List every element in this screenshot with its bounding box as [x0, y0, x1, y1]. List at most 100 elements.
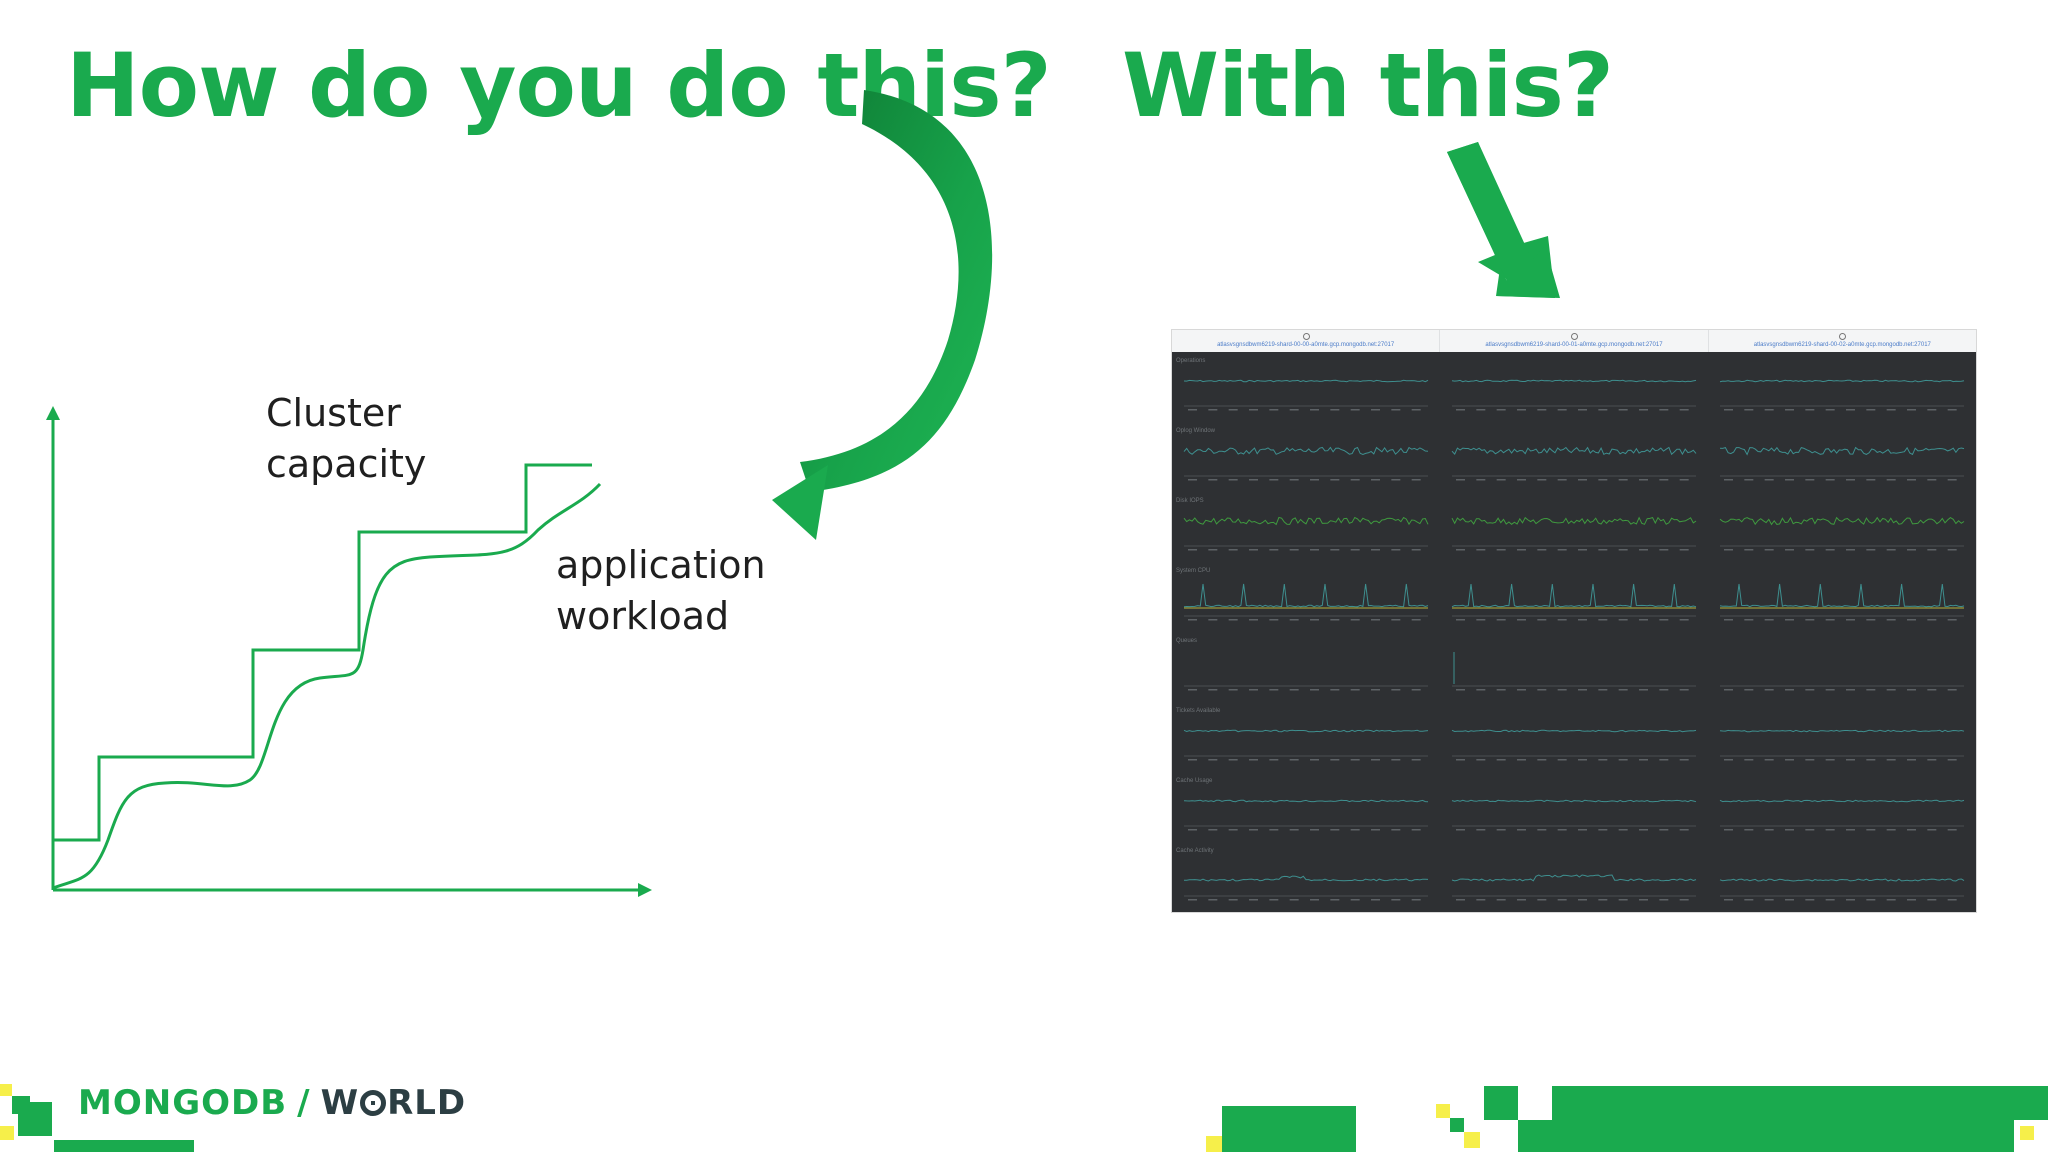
- dashboard-tick-label: [1947, 549, 1957, 551]
- dashboard-tick-label: [1618, 829, 1628, 831]
- dashboard-tick-label: [1557, 409, 1567, 411]
- dashboard-series-line: [1451, 379, 1697, 383]
- host-status-icon: [1302, 333, 1310, 340]
- dashboard-tick-label: [1764, 759, 1774, 761]
- dashboard-tick-label: [1310, 549, 1319, 551]
- dashboard-tick-label: [1330, 549, 1340, 551]
- dashboard-series-line: [1719, 878, 1965, 882]
- dashboard-host-1[interactable]: atlasvsgnsdbwm6219-shard-00-01-a0mte.gcp…: [1440, 330, 1709, 352]
- dashboard-tick-label: [1249, 759, 1258, 761]
- dashboard-tick-label: [1228, 829, 1238, 831]
- dashboard-tick-label: [1228, 689, 1238, 691]
- dashboard-tick-label: [1371, 619, 1380, 621]
- workload-label-line-2: workload: [556, 594, 730, 638]
- dashboard-tick-label: [1785, 899, 1794, 901]
- dashboard-tick-label: [1456, 619, 1465, 621]
- dashboard-tick-label: [1269, 479, 1279, 481]
- dashboard-tick-label: [1679, 829, 1689, 831]
- dashboard-tick-label: [1618, 899, 1628, 901]
- dashboard-tick-label: [1744, 479, 1754, 481]
- dashboard-tick-label: [1188, 479, 1197, 481]
- dashboard-tick-label: [1456, 759, 1465, 761]
- dashboard-series-line: [1719, 379, 1965, 383]
- dashboard-tick-label: [1679, 409, 1689, 411]
- dashboard-tick-label: [1805, 689, 1815, 691]
- dashboard-tick-label: [1476, 689, 1486, 691]
- dashboard-tick-label: [1517, 409, 1526, 411]
- dashboard-tick-label: [1724, 479, 1733, 481]
- dashboard-series-line: [1183, 729, 1429, 733]
- dashboard-tick-label: [1517, 619, 1526, 621]
- dashboard-tick-label: [1496, 899, 1506, 901]
- dashboard-tick-label: [1785, 549, 1794, 551]
- workload-label-line-1: application: [556, 543, 766, 587]
- dashboard-tick-label: [1785, 619, 1794, 621]
- host-status-icon: [1570, 333, 1578, 340]
- dashboard-tick-label: [1456, 409, 1465, 411]
- dashboard-tick-label: [1724, 619, 1733, 621]
- dashboard-panel-title: Cache Usage: [1176, 778, 1213, 784]
- dashboard-tick-label: [1228, 759, 1238, 761]
- host-name: atlasvsgnsdbwm6219-shard-00-02-a0mte.gcp…: [1753, 342, 1931, 348]
- dashboard-tick-label: [1764, 689, 1774, 691]
- dashboard-tick-label: [1350, 619, 1360, 621]
- dashboard-tick-label: [1866, 619, 1876, 621]
- cluster-capacity-label: Cluster capacity: [266, 388, 426, 490]
- dashboard-tick-label: [1785, 479, 1794, 481]
- dashboard-tick-label: [1310, 899, 1319, 901]
- dashboard-tick-label: [1866, 549, 1876, 551]
- dashboard-tick-label: [1659, 479, 1669, 481]
- dashboard-tick-label: [1249, 689, 1258, 691]
- dashboard-tick-label: [1724, 829, 1733, 831]
- dashboard-tick-label: [1371, 409, 1380, 411]
- dashboard-panel-title: Cache Activity: [1176, 848, 1214, 854]
- dashboard-series-line: [1451, 874, 1697, 882]
- dashboard-tick-label: [1188, 409, 1197, 411]
- dashboard-panel-title: Disk IOPS: [1176, 498, 1204, 504]
- dashboard-tick-label: [1456, 549, 1465, 551]
- dashboard-tick-label: [1947, 899, 1957, 901]
- dashboard-host-2[interactable]: atlasvsgnsdbwm6219-shard-00-02-a0mte.gcp…: [1709, 330, 1976, 352]
- dashboard-tick-label: [1496, 759, 1506, 761]
- dashboard-tick-label: [1537, 479, 1547, 481]
- dashboard-series-line: [1719, 799, 1965, 803]
- dashboard-tick-label: [1289, 899, 1299, 901]
- dashboard-tick-label: [1249, 479, 1258, 481]
- dashboard-tick-label: [1907, 689, 1916, 691]
- dashboard-tick-label: [1618, 409, 1628, 411]
- dashboard-tick-label: [1228, 409, 1238, 411]
- dashboard-tick-label: [1744, 899, 1754, 901]
- dashboard-tick-label: [1639, 549, 1648, 551]
- dashboard-tick-label: [1598, 689, 1608, 691]
- dashboard-tick-label: [1659, 899, 1669, 901]
- dashboard-tick-label: [1289, 549, 1299, 551]
- dashboard-tick-label: [1598, 549, 1608, 551]
- dashboard-tick-label: [1805, 409, 1815, 411]
- dashboard-tick-label: [1578, 479, 1587, 481]
- dashboard-tick-label: [1578, 549, 1587, 551]
- dashboard-tick-label: [1188, 619, 1197, 621]
- dashboard-tick-label: [1639, 619, 1648, 621]
- dashboard-tick-label: [1517, 899, 1526, 901]
- dashboard-tick-label: [1537, 899, 1547, 901]
- dashboard-host-0[interactable]: atlasvsgnsdbwm6219-shard-00-00-a0mte.gcp…: [1172, 330, 1441, 352]
- dashboard-tick-label: [1371, 759, 1380, 761]
- dashboard-tick-label: [1289, 829, 1299, 831]
- dashboard-tick-label: [1578, 619, 1587, 621]
- dashboard-tick-label: [1805, 549, 1815, 551]
- dashboard-tick-label: [1886, 759, 1896, 761]
- dashboard-tick-label: [1907, 619, 1916, 621]
- dashboard-tick-label: [1805, 829, 1815, 831]
- dashboard-tick-label: [1411, 829, 1421, 831]
- dashboard-tick-label: [1846, 899, 1855, 901]
- dashboard-tick-label: [1744, 689, 1754, 691]
- dashboard-tick-label: [1249, 899, 1258, 901]
- dashboard-tick-label: [1350, 759, 1360, 761]
- dashboard-tick-label: [1846, 759, 1855, 761]
- dashboard-tick-label: [1679, 619, 1689, 621]
- dashboard-series-line: [1451, 583, 1697, 608]
- dashboard-tick-label: [1310, 829, 1319, 831]
- dashboard-tick-label: [1618, 759, 1628, 761]
- dashboard-panel-title: System CPU: [1176, 568, 1210, 574]
